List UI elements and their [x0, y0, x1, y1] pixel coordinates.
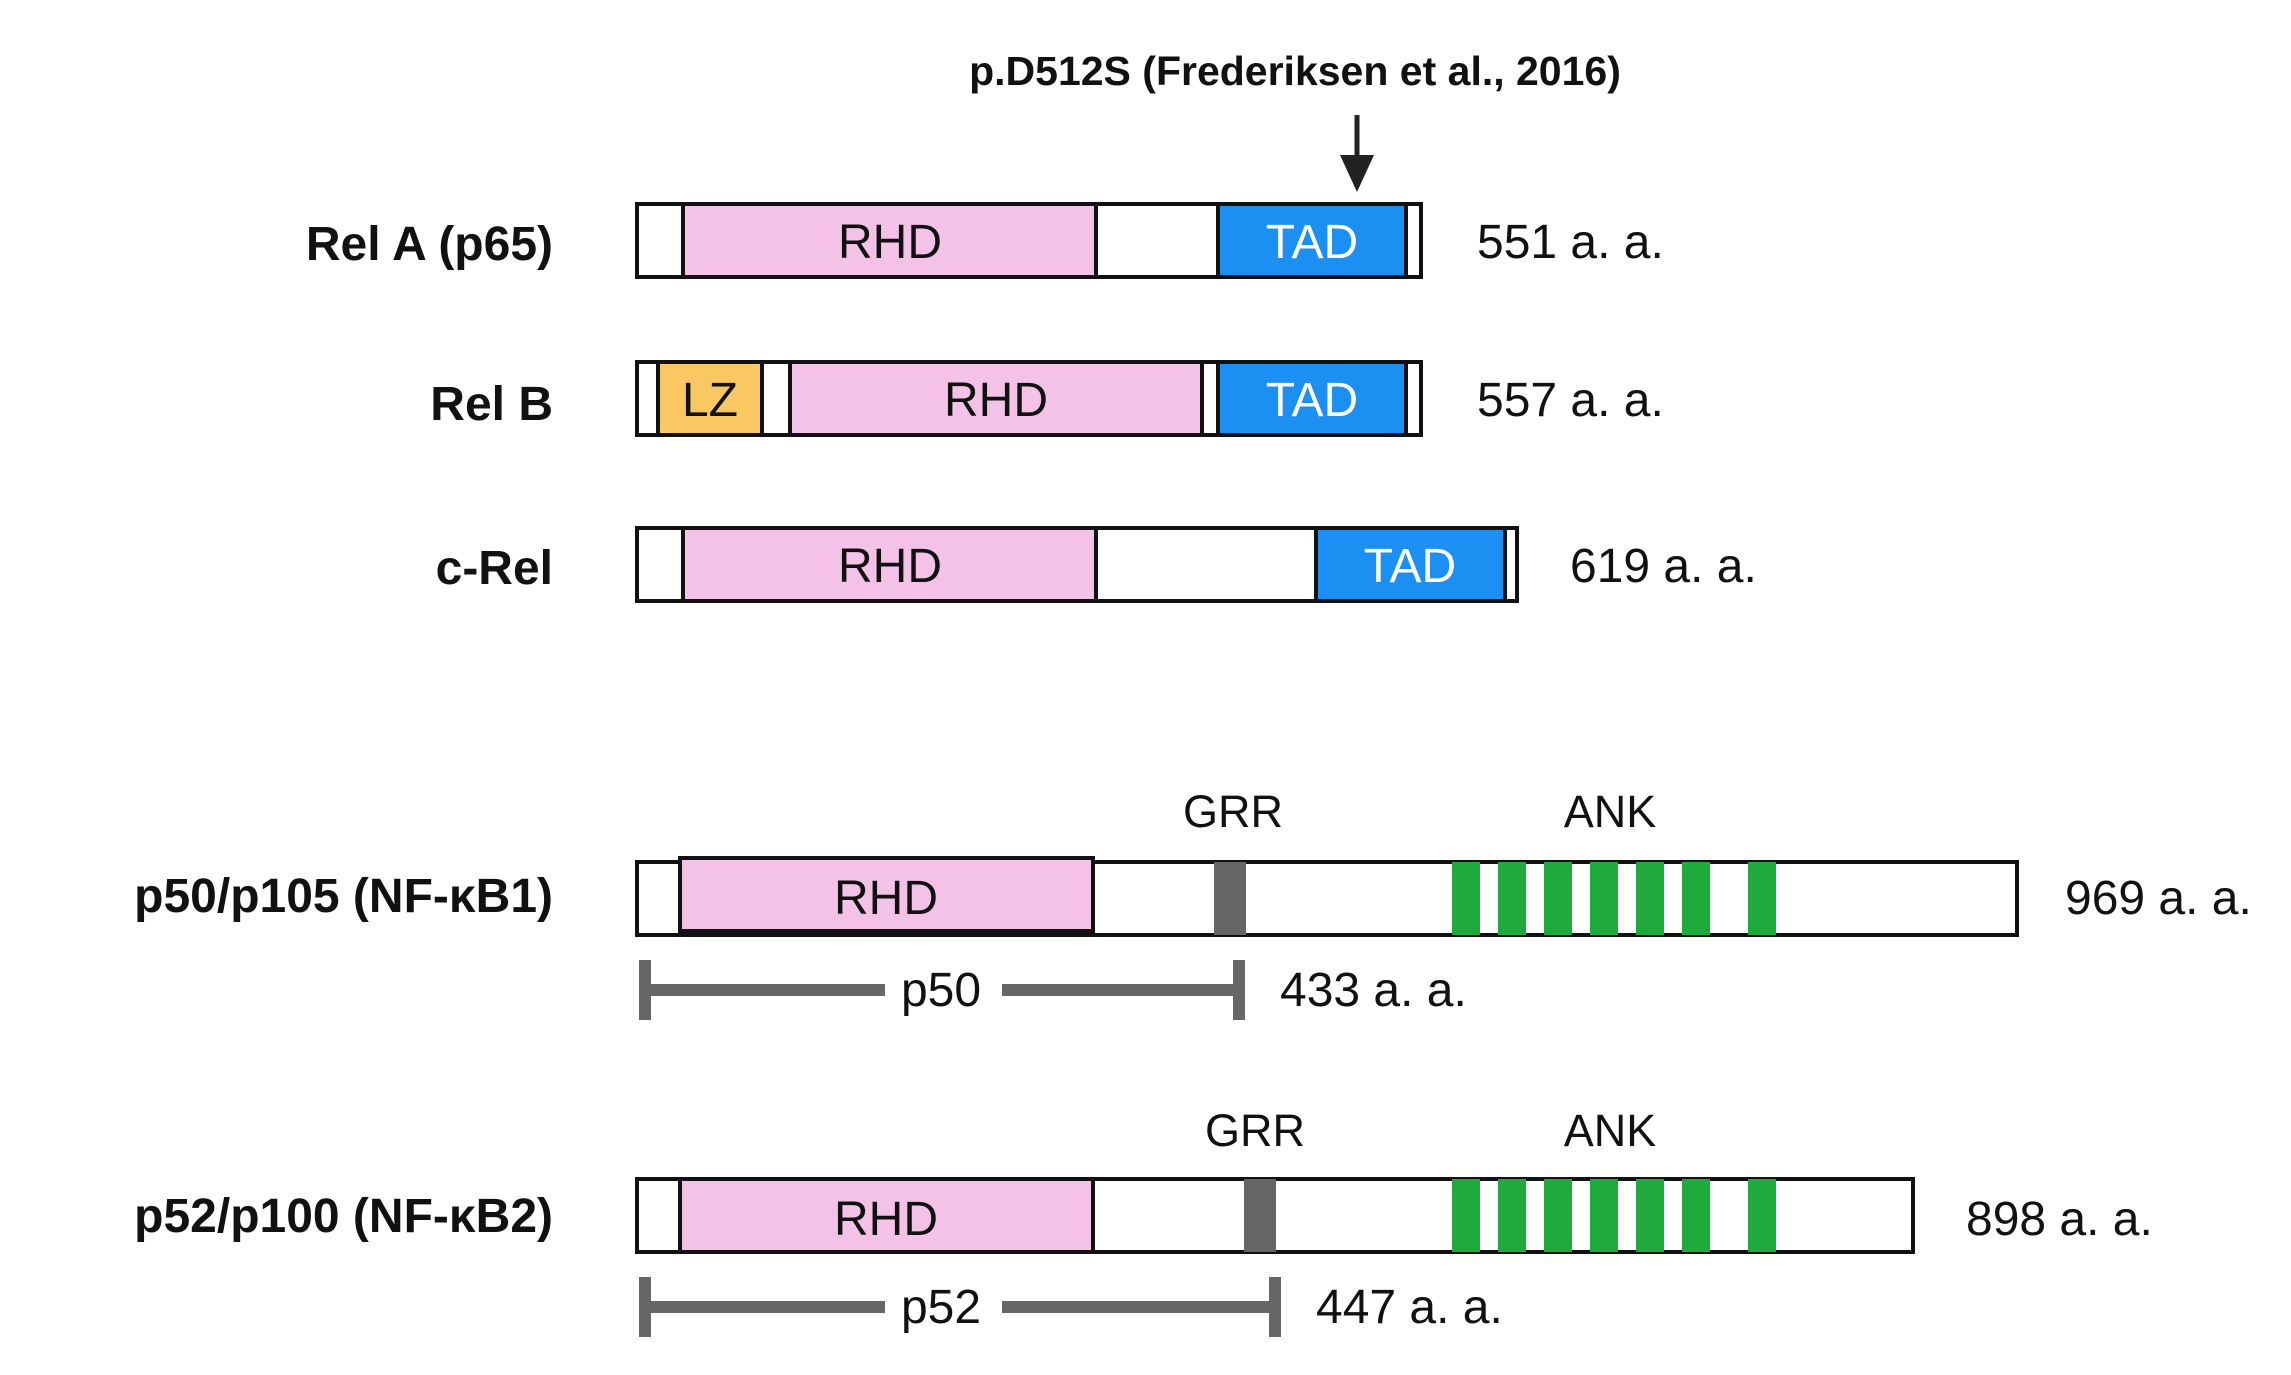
fragment-label: p52 [901, 1281, 981, 1334]
ank-repeat [1452, 1179, 1480, 1252]
mutation-arrow-head [1340, 155, 1374, 192]
ank-repeats [1452, 1179, 1776, 1252]
ank-repeat [1636, 862, 1664, 935]
protein-length: 898 a. a. [1966, 1193, 2153, 1246]
grr-label: GRR [1183, 786, 1283, 837]
lz-domain [656, 360, 764, 437]
mutation-annotation: p.D512S (Frederiksen et al., 2016) [969, 48, 1621, 192]
ank-label: ANK [1564, 1105, 1657, 1156]
rhd-domain [678, 1177, 1095, 1254]
grr-region [1244, 1179, 1276, 1252]
ank-repeat [1748, 862, 1776, 935]
fragment-bracket: p50 433 a. a. [639, 960, 1467, 1020]
ank-repeat [1498, 1179, 1526, 1252]
fragment-length: 447 a. a. [1316, 1281, 1503, 1334]
protein-row-nfkb2: GRR ANK p52/p100 (NF-κB2) RHD 898 a. a. … [134, 1105, 2153, 1337]
tad-domain [1216, 360, 1408, 437]
ank-repeats [1452, 862, 1776, 935]
ank-repeat [1452, 862, 1480, 935]
tad-domain-label: TAD [1364, 540, 1456, 593]
ank-repeat [1590, 862, 1618, 935]
grr-label: GRR [1205, 1105, 1305, 1156]
rhd-domain-label: RHD [944, 374, 1048, 427]
lz-domain-label: LZ [682, 374, 738, 427]
protein-length: 551 a. a. [1477, 216, 1664, 269]
protein-row-crel: c-Rel RHD TAD 619 a. a. [436, 526, 1757, 603]
protein-length: 557 a. a. [1477, 374, 1664, 427]
mutation-label: p.D512S (Frederiksen et al., 2016) [969, 48, 1621, 94]
ank-repeat [1590, 1179, 1618, 1252]
protein-length: 969 a. a. [2065, 872, 2252, 925]
tad-domain [1314, 526, 1507, 603]
rhd-domain-label: RHD [838, 540, 942, 593]
fragment-bracket: p52 447 a. a. [639, 1277, 1503, 1337]
protein-name: c-Rel [436, 542, 553, 595]
fragment-label: p50 [901, 964, 981, 1017]
grr-region [1214, 862, 1246, 935]
ank-repeat [1636, 1179, 1664, 1252]
protein-name: p50/p105 (NF-κB1) [134, 870, 553, 923]
ank-repeat [1748, 1179, 1776, 1252]
rhd-domain [678, 856, 1095, 933]
rhd-domain-label: RHD [834, 872, 938, 925]
rhd-domain-label: RHD [838, 216, 942, 269]
protein-name: Rel B [430, 378, 553, 431]
rhd-domain [681, 202, 1098, 279]
protein-length: 619 a. a. [1570, 540, 1757, 593]
fragment-length: 433 a. a. [1280, 964, 1467, 1017]
ank-repeat [1682, 862, 1710, 935]
ank-repeat [1544, 862, 1572, 935]
tad-domain [1216, 202, 1408, 279]
protein-row-nfkb1: GRR ANK p50/p105 (NF-κB1) RHD 969 a. a. … [134, 786, 2252, 1020]
protein-name: p52/p100 (NF-κB2) [134, 1190, 553, 1243]
rhd-domain [788, 360, 1204, 437]
rhd-domain [681, 526, 1098, 603]
ank-repeat [1682, 1179, 1710, 1252]
protein-name: Rel A (p65) [306, 218, 553, 271]
tad-domain-label: TAD [1266, 216, 1358, 269]
rhd-domain-label: RHD [834, 1193, 938, 1246]
protein-row-relb: Rel B LZ RHD TAD 557 a. a. [430, 360, 1664, 437]
ank-label: ANK [1564, 786, 1657, 837]
protein-row-rela: Rel A (p65) RHD TAD 551 a. a. [306, 202, 1664, 279]
ank-repeat [1544, 1179, 1572, 1252]
tad-domain-label: TAD [1266, 374, 1358, 427]
ank-repeat [1498, 862, 1526, 935]
